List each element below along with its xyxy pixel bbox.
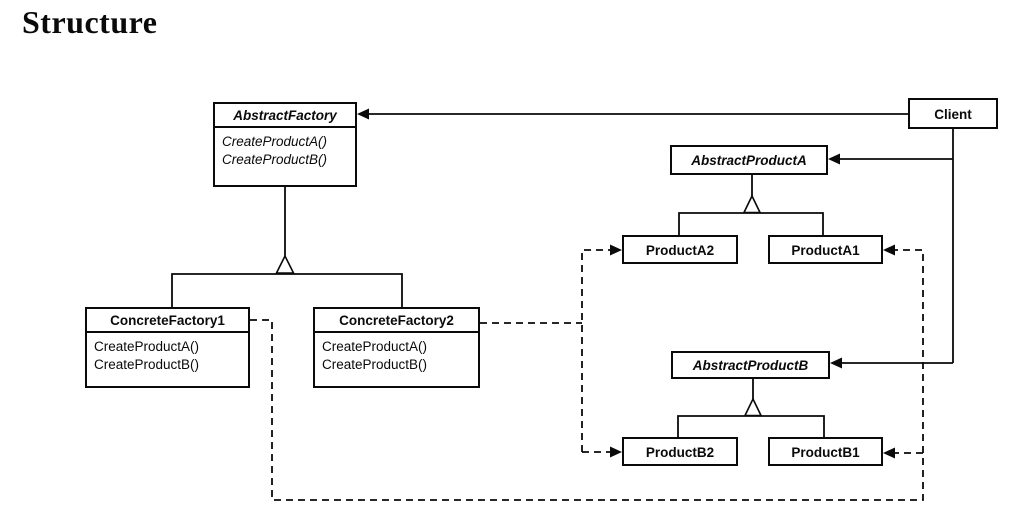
- method-label: CreateProductA(): [94, 339, 200, 354]
- class-title: AbstractProductB: [692, 358, 809, 373]
- edge-concretefactory2-producta2: [581, 249, 610, 452]
- class-title: ProductA1: [791, 242, 860, 258]
- arrowhead-icon: [883, 447, 895, 459]
- class-product-a1: ProductA1: [768, 235, 883, 264]
- inheritance-triangle-icon: [275, 254, 295, 274]
- class-client: Client: [908, 98, 998, 129]
- method-label: CreateProductB(): [322, 357, 428, 372]
- edge-productb-inherit-branch: [677, 415, 825, 437]
- class-abstract-product-a: AbstractProductA: [670, 145, 828, 175]
- class-product-b2: ProductB2: [622, 437, 738, 466]
- method-label: CreateProductA(): [222, 134, 328, 149]
- method-label: CreateProductB(): [94, 357, 200, 372]
- arrowhead-icon: [610, 244, 622, 256]
- class-title: ConcreteFactory1: [87, 309, 248, 333]
- inheritance-triangle-icon: [743, 397, 763, 417]
- class-abstract-factory: AbstractFactory CreateProductA() CreateP…: [213, 102, 357, 187]
- inheritance-triangle-icon: [742, 194, 762, 214]
- class-title: Client: [934, 106, 972, 122]
- section-heading: Structure: [22, 4, 158, 40]
- class-abstract-product-b: AbstractProductB: [671, 351, 830, 379]
- class-title: ConcreteFactory2: [315, 309, 478, 333]
- class-title: AbstractProductA: [691, 153, 807, 168]
- arrowhead-icon: [883, 244, 895, 256]
- edge-factory-inherit-branch: [171, 273, 403, 307]
- arrowhead-icon: [828, 153, 840, 165]
- class-title: ProductB2: [645, 444, 715, 460]
- class-title: AbstractFactory: [215, 104, 355, 128]
- method-label: CreateProductB(): [222, 152, 328, 167]
- class-title: ProductB1: [791, 444, 860, 460]
- edge-producta-inherit-branch: [678, 212, 824, 235]
- method-label: CreateProductA(): [322, 339, 428, 354]
- class-product-a2: ProductA2: [622, 235, 738, 264]
- arrowhead-icon: [357, 108, 369, 120]
- arrowhead-icon: [610, 446, 622, 458]
- class-product-b1: ProductB1: [768, 437, 883, 466]
- class-title: ProductA2: [645, 242, 715, 258]
- class-concrete-factory2: ConcreteFactory2 CreateProductA() Create…: [313, 307, 480, 388]
- arrowhead-icon: [830, 357, 842, 369]
- class-concrete-factory1: ConcreteFactory1 CreateProductA() Create…: [85, 307, 250, 388]
- edge-concretefactory1-creates: [250, 249, 924, 501]
